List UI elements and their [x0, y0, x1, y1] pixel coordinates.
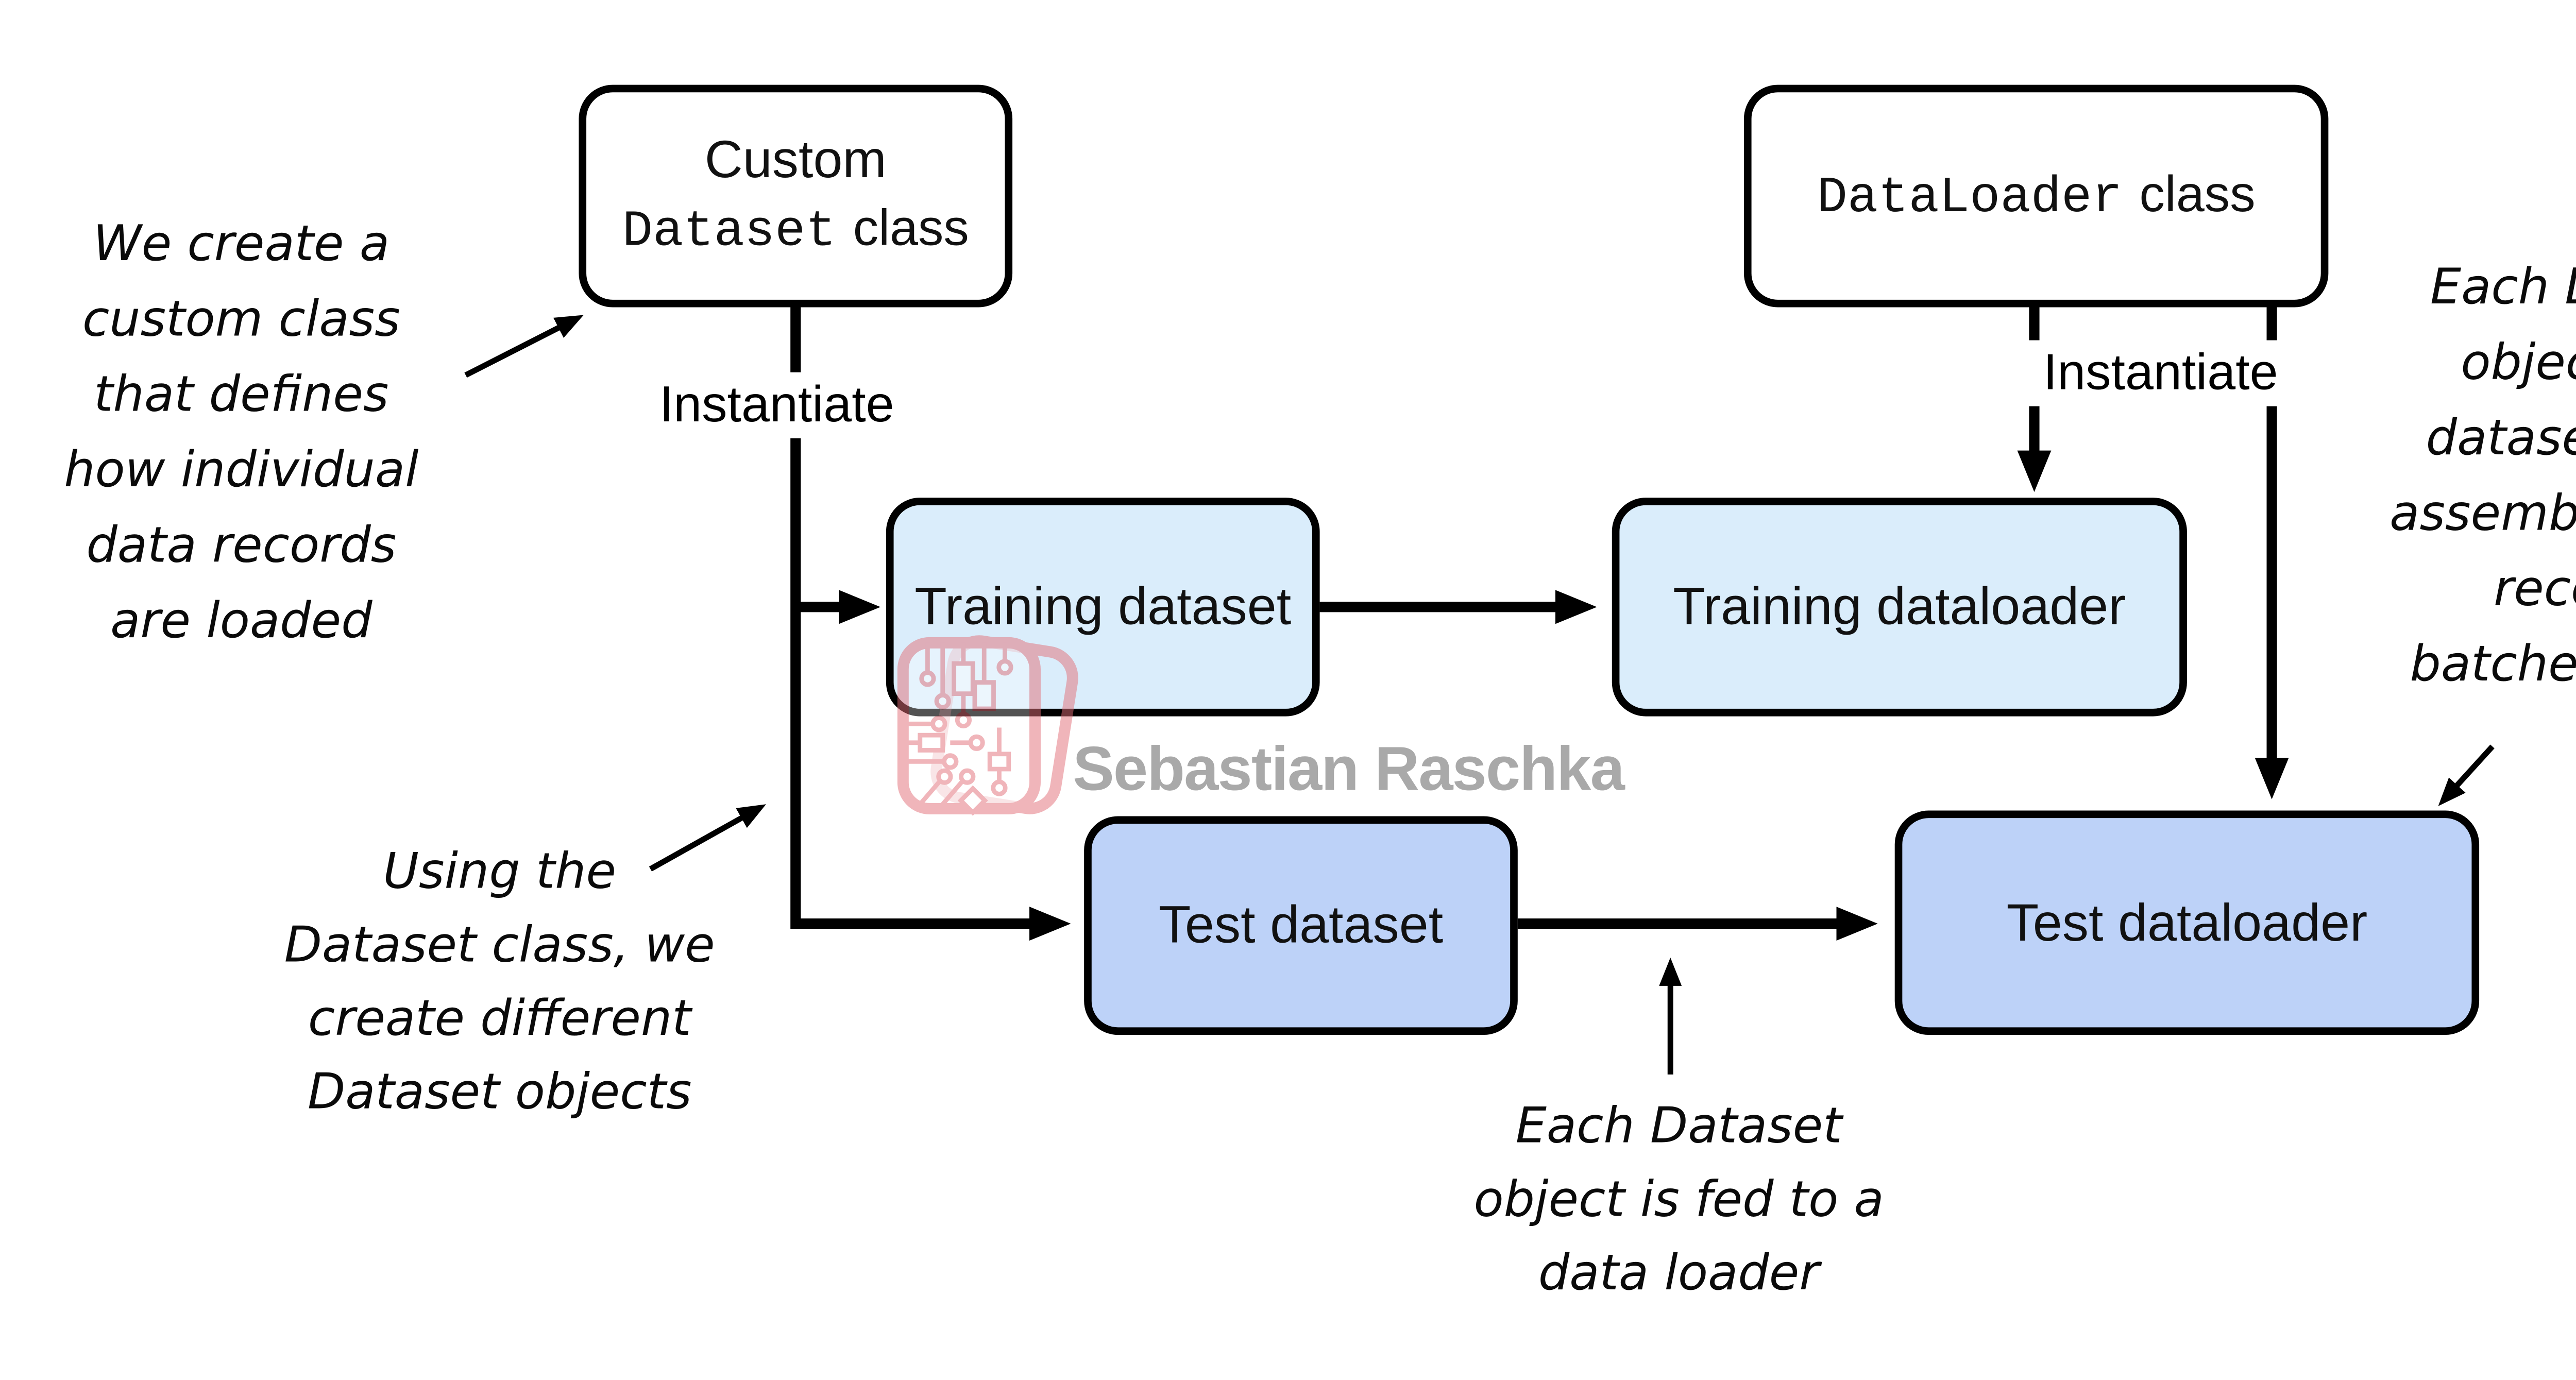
annotation-line: assembling the data — [2389, 486, 2576, 543]
annotation-line: how individual — [64, 442, 419, 500]
instantiate-label-right: Instantiate — [2028, 340, 2293, 406]
training-dataset-box: Training dataset — [886, 498, 1320, 717]
annotation-line: object handles — [2461, 335, 2576, 393]
annotation-line: custom class — [82, 292, 400, 349]
test-dataloader-label: Test dataloader — [2006, 892, 2368, 951]
dataset-code-text: Dataset — [622, 205, 836, 261]
annotation-line: batches, and more — [2410, 637, 2576, 694]
arrow-left-annotation-pointer — [464, 315, 584, 378]
test-dataloader-box: Test dataloader — [1894, 810, 2480, 1035]
watermark-author-text: Sebastian Raschka — [1073, 733, 1625, 803]
arrow-dataset-to-test-dataset — [790, 307, 1071, 941]
annotation-line: Each Dataset — [1515, 1099, 1842, 1156]
annotation-line: Each DataLoader — [2430, 260, 2576, 317]
annotation-right: Each DataLoader object handles dataset s… — [2344, 251, 2576, 703]
annotation-bottom: Each Dataset object is fed to a data loa… — [1448, 1092, 1910, 1312]
test-dataset-box: Test dataset — [1084, 816, 1518, 1035]
annotation-line: We create a — [93, 216, 390, 274]
annotation-line: are loaded — [110, 593, 372, 651]
annotation-lower-left: Using the Dataset class, we create diffe… — [245, 837, 754, 1131]
annotation-line: Dataset objects — [307, 1065, 692, 1122]
instantiate-label-left: Instantiate — [644, 372, 909, 438]
annotation-line: dataset shuffling, — [2426, 411, 2576, 468]
dataloader-class-box: DataLoader class — [1743, 84, 2329, 308]
arrow-lower-left-annotation-pointer — [649, 804, 766, 872]
test-dataset-label: Test dataset — [1158, 895, 1444, 954]
training-dataloader-label: Training dataloader — [1673, 576, 2126, 636]
dataloader-class-suffix: class — [2139, 165, 2256, 222]
annotation-line: Dataset class, we — [284, 918, 715, 975]
circuit-chip-logo-icon — [897, 635, 1078, 816]
annotation-line: records into — [2494, 561, 2576, 619]
custom-dataset-class-box: Custom Dataset class — [579, 84, 1013, 308]
annotation-left: We create a custom class that defines ho… — [34, 208, 449, 660]
annotation-line: data loader — [1538, 1246, 1820, 1303]
dataset-class-suffix: class — [853, 199, 969, 255]
annotation-line: create different — [308, 991, 691, 1048]
annotation-line: data records — [86, 518, 397, 575]
annotation-line: Using the — [383, 844, 617, 901]
custom-dataset-class-line1: Custom — [704, 129, 887, 188]
dataloader-code-text: DataLoader — [1817, 171, 2123, 227]
annotation-line: object is fed to a — [1473, 1172, 1884, 1229]
training-dataloader-box: Training dataloader — [1612, 498, 2187, 717]
arrow-right-annotation-pointer — [2438, 744, 2495, 806]
training-dataset-label: Training dataset — [914, 576, 1292, 636]
annotation-line: that defines — [94, 367, 389, 424]
